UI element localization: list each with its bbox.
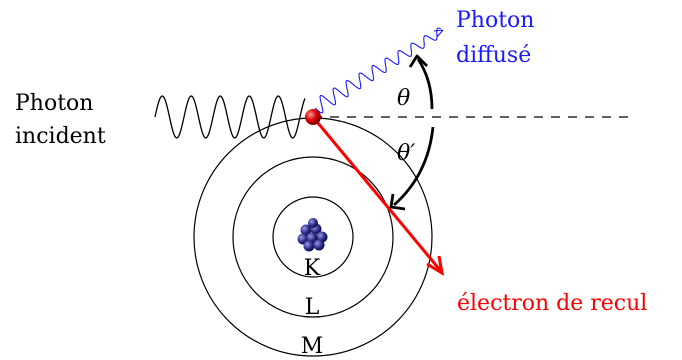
- theta-prime-symbol: θ′: [397, 141, 415, 166]
- theta-symbol: θ: [397, 86, 410, 111]
- theta-prime-angle-arrowhead: [389, 193, 406, 211]
- nucleus: [297, 218, 328, 252]
- incident-photon-wave: [154, 95, 306, 139]
- scattered-photon-label-line2: diffusé: [456, 43, 531, 68]
- theta-angle-arrowhead: [408, 54, 428, 68]
- scattered-photon-label-line1: Photon: [456, 8, 534, 33]
- shell-k-label: K: [304, 256, 321, 281]
- scattered-photon-arrowhead: [433, 29, 444, 38]
- shell-l-orbit: [232, 156, 394, 318]
- shell-k-orbit: [272, 196, 354, 278]
- electron: [305, 109, 321, 125]
- scattered-photon-wave: [314, 27, 441, 114]
- incident-photon-label-line1: Photon: [15, 91, 93, 116]
- recoil-electron-arrowhead: [426, 255, 445, 276]
- theta-angle-arc: [416, 58, 434, 110]
- theta-prime-angle-arc: [393, 126, 435, 207]
- recoil-electron-arrow: [311, 116, 442, 271]
- incident-photon-label-line2: incident: [15, 124, 106, 149]
- recoil-electron-label: électron de recul: [457, 291, 647, 316]
- shell-l-label: L: [305, 295, 320, 320]
- shell-m-label: M: [301, 334, 324, 359]
